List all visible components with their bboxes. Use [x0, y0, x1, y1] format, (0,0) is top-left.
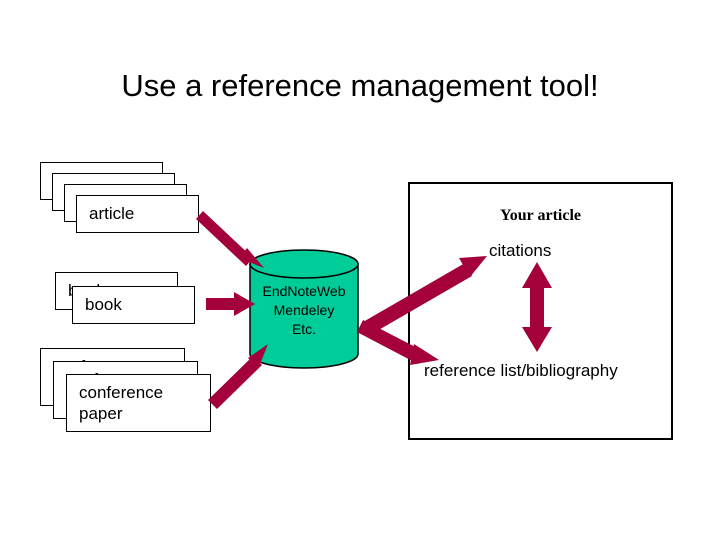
reference-list-label: reference list/bibliography — [424, 361, 618, 380]
reference-manager-database-icon: EndNoteWeb Mendeley Etc. — [249, 249, 359, 369]
database-label-line2: Mendeley — [273, 302, 335, 318]
conference-paper-stack: conference paper conference paper confer… — [40, 348, 220, 440]
article-card: article — [76, 195, 199, 233]
article-document-stack: article article article article — [40, 162, 205, 240]
conference-paper-card-line2: paper — [79, 404, 123, 423]
database-label-line1: EndNoteWeb — [262, 283, 346, 299]
database-label: EndNoteWeb Mendeley Etc. — [249, 282, 359, 339]
article-card-label: article — [89, 204, 135, 223]
book-document-stack: book book — [55, 272, 200, 327]
conference-paper-card: conference paper — [66, 374, 211, 432]
your-article-title: Your article — [499, 207, 581, 224]
book-card: book — [72, 286, 195, 324]
arrow-book-to-database — [206, 292, 255, 316]
citations-label: citations — [489, 241, 552, 260]
conference-paper-card-line1: conference — [79, 383, 164, 402]
page-title: Use a reference management tool! — [121, 68, 599, 103]
book-card-label: book — [85, 295, 122, 314]
database-label-line3: Etc. — [291, 321, 317, 337]
